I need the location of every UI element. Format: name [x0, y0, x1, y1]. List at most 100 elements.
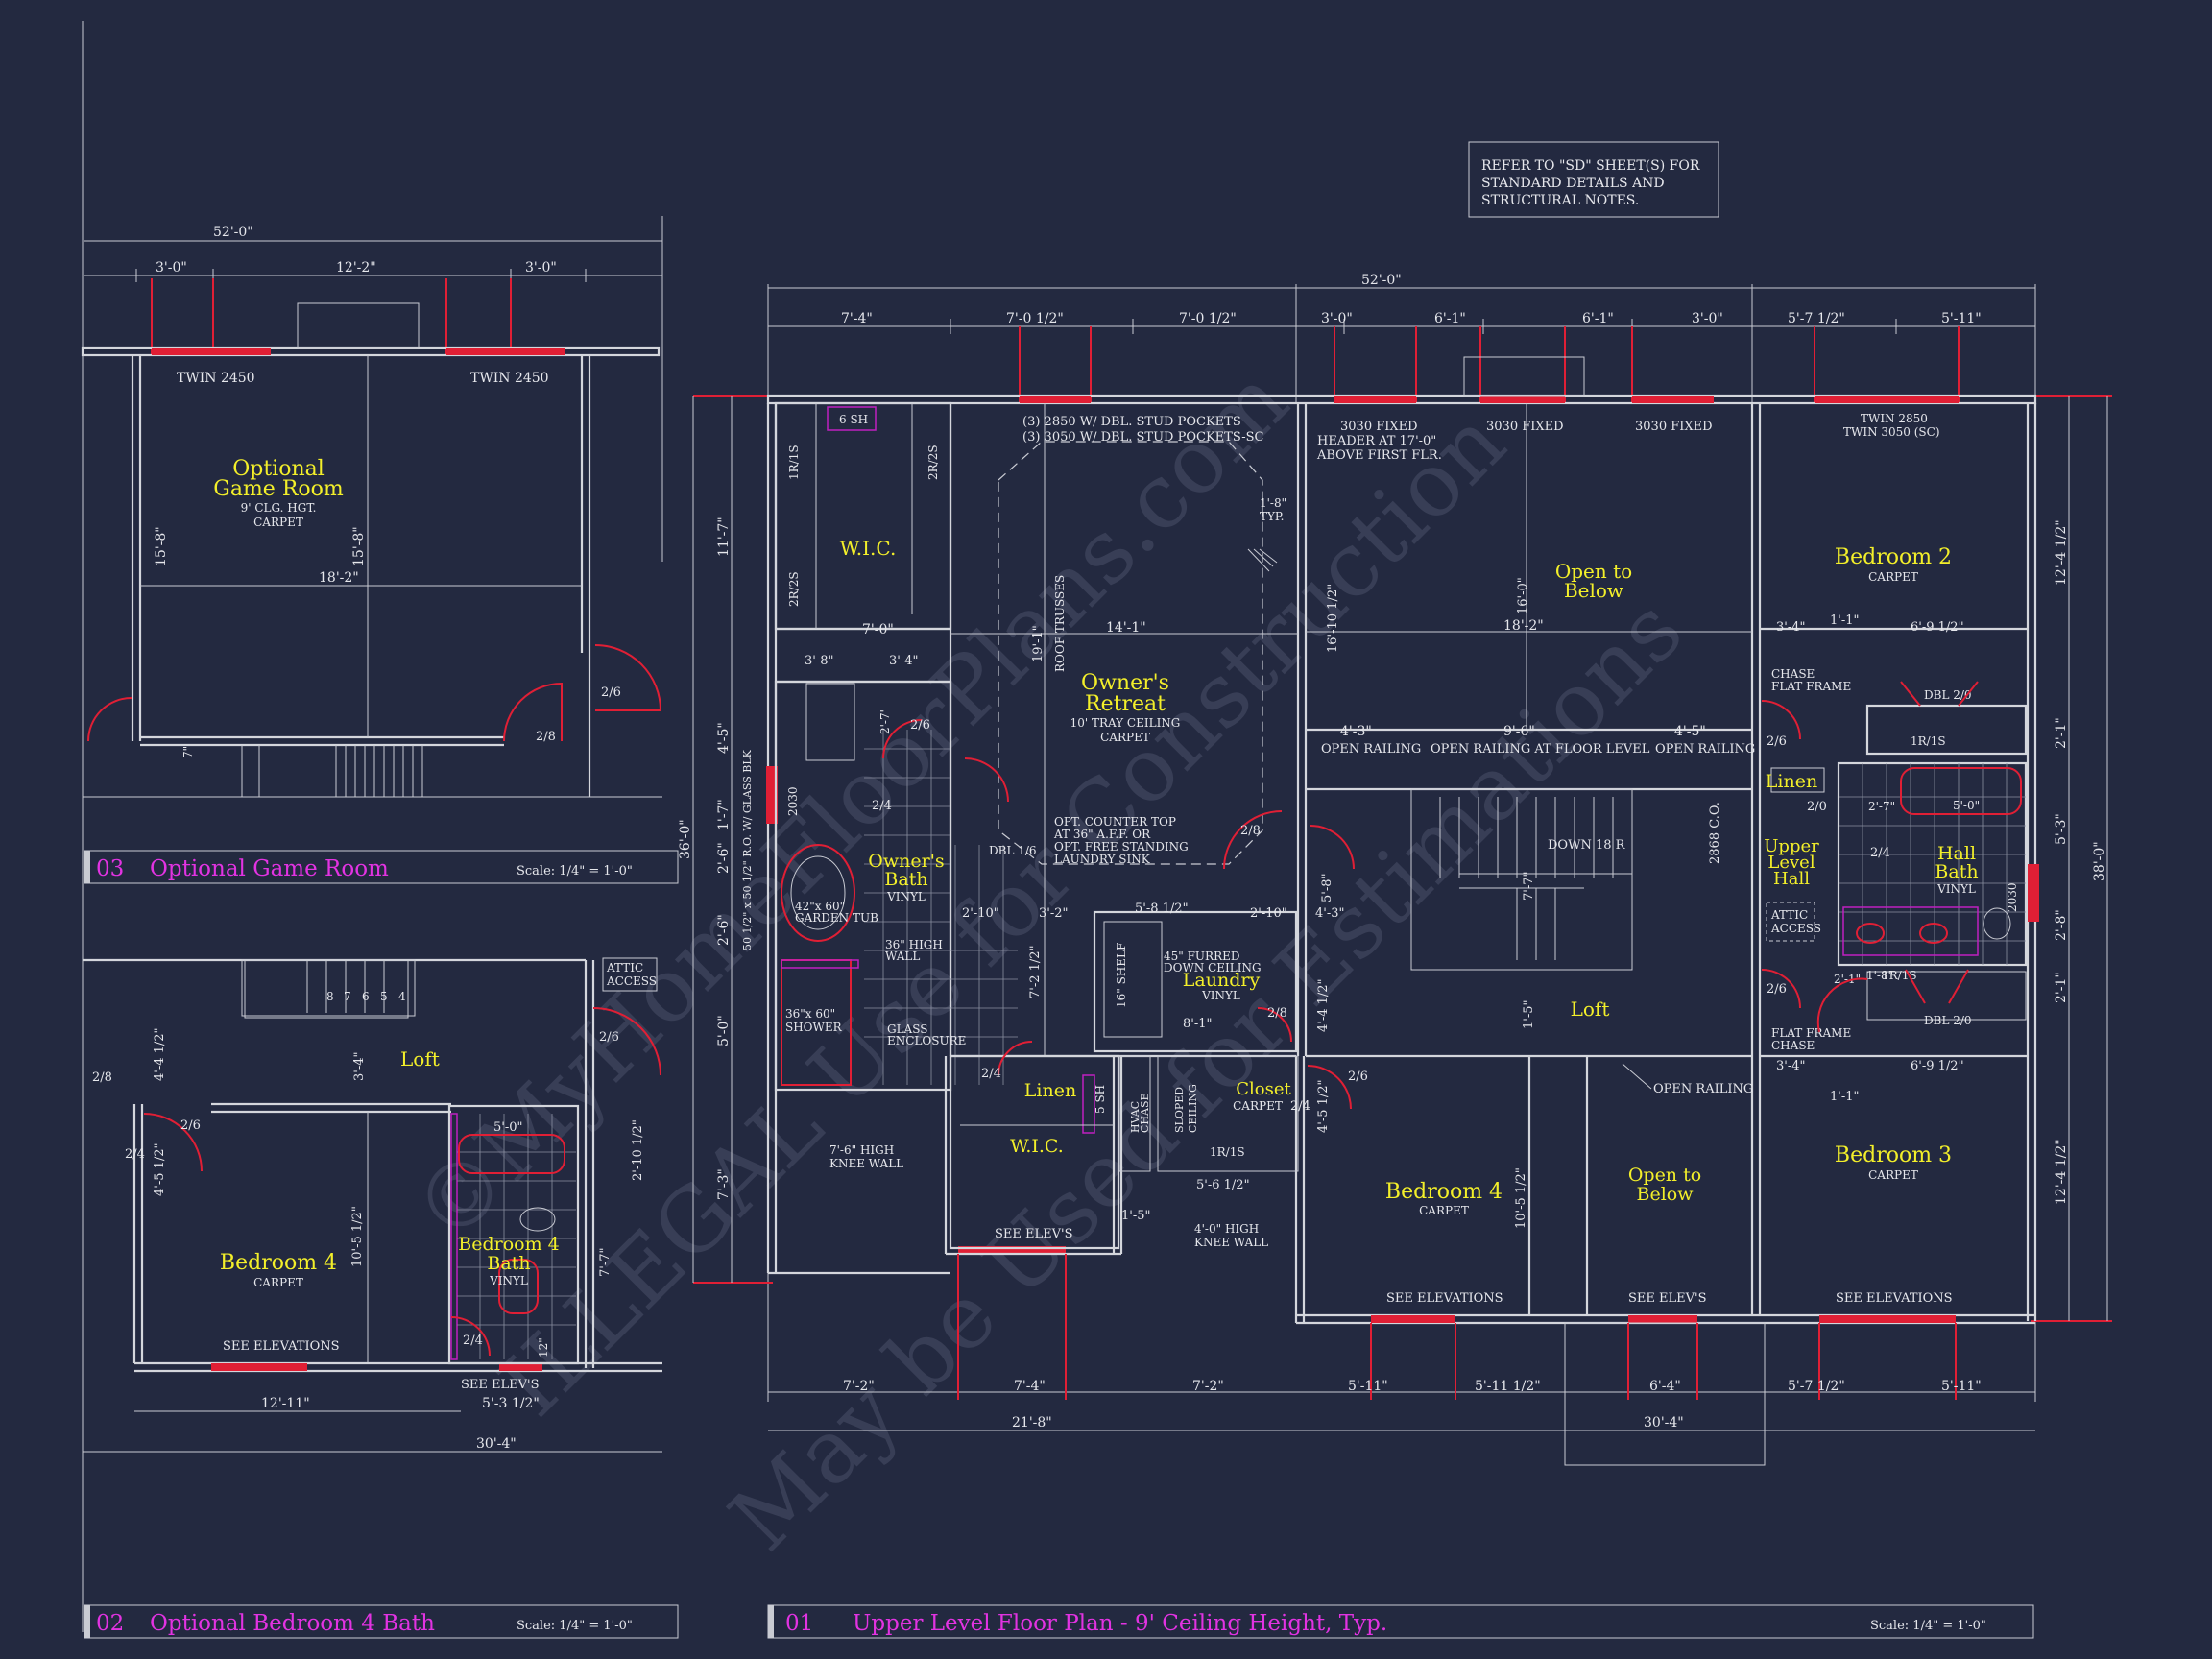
plan01-top-dim-2: 7'-0 1/2": [1006, 311, 1064, 326]
plan-01-upper-level: 52'-0" 7'-4" 7'-0 1/2" 7'-0 1/2" 3'-0" 6…: [678, 273, 2112, 1639]
plan02-number: 02: [96, 1611, 124, 1636]
plan01-attic-1: ATTIC: [1770, 908, 1808, 922]
plan01-down: DOWN 18 R: [1548, 838, 1626, 853]
plan01-bedroom3: Bedroom 3: [1835, 1143, 1952, 1167]
plan01-bottom-dim-7: 5'-7 1/2": [1788, 1379, 1845, 1394]
plan02-door-3: 2/6: [180, 1118, 201, 1133]
plan01-dim-19-1: 19'-1": [1031, 625, 1046, 662]
plan02-stair-6: 6: [362, 990, 370, 1003]
plan01-dim-16-0: 16'-0": [1516, 577, 1530, 614]
plan01-dim-4-5b: 4'-5 1/2": [1316, 1079, 1331, 1133]
plan01-see-elev-3: SEE ELEV'S: [1628, 1291, 1707, 1306]
plan01-dim-4-3: 4'-3": [1340, 724, 1372, 739]
plan01-bottom-dim-1: 7'-2": [843, 1379, 875, 1394]
plan01-shelf: 16" SHELF: [1115, 943, 1128, 1008]
plan03-dim-1: 3'-0": [156, 260, 187, 276]
note-line-1: REFER TO "SD" SHEET(S) FOR: [1481, 158, 1700, 174]
plan01-dim-14-1: 14'-1": [1106, 620, 1146, 636]
plan01-wall36-2: WALL: [885, 950, 920, 963]
plan01-counter-2: AT 36" A.F.F. OR: [1053, 828, 1151, 841]
plan03-dim-left: 15'-8": [154, 526, 169, 566]
plan01-fixed-1c: ABOVE FIRST FLR.: [1316, 448, 1442, 463]
plan03-room-sub-2: CARPET: [253, 516, 303, 529]
plan01-owners-bath-2: Bath: [884, 869, 927, 890]
plan01-top-dim-5: 6'-1": [1434, 311, 1466, 326]
plan01-owners-retreat-1: Owner's: [1081, 671, 1169, 695]
plan01-knee-2: KNEE WALL: [830, 1157, 903, 1170]
plan02-dim-6: 10'-5 1/2": [350, 1206, 365, 1267]
plan01-top-dim-4: 3'-0": [1321, 311, 1353, 326]
plan02-stair-4: 4: [398, 990, 406, 1003]
plan03-room-sub-1: 9' CLG. HGT.: [241, 501, 317, 515]
plan02-stair-5: 5: [380, 990, 388, 1003]
plan01-dim-6-9b: 6'-9 1/2": [1911, 1059, 1964, 1073]
plan01-right-dim-6: 12'-4 1/2": [2054, 1139, 2069, 1205]
plan01-dbl20-bot: DBL 2/0: [1924, 1014, 1972, 1027]
plan02-dim-8: 4'-5 1/2": [153, 1142, 167, 1196]
plan01-hall-bath-1: Hall: [1937, 843, 1976, 864]
plan01-dim-1-5: 1'-5": [1121, 1209, 1151, 1223]
plan01-open-railing-1: OPEN RAILING: [1321, 742, 1421, 757]
plan01-chase-1: CHASE: [1771, 667, 1815, 681]
plan01-top-dim-8: 5'-7 1/2": [1788, 311, 1845, 326]
plan02-title: Optional Bedroom 4 Bath: [150, 1611, 435, 1636]
plan01-r1s-top: 1R/1S: [1911, 734, 1946, 748]
plan01-open-below-bottom-2: Below: [1637, 1184, 1695, 1205]
plan01-dim-3-4: 3'-4": [889, 654, 919, 668]
plan01-left-dim-4: 2'-6": [716, 842, 732, 874]
plan01-knee-1: 7'-6" HIGH: [830, 1143, 894, 1157]
plan01-fixed-1: 3030 FIXED: [1340, 420, 1418, 434]
plan02-loft: Loft: [400, 1047, 440, 1070]
plan01-dim-4-4: 4'-4 1/2": [1316, 978, 1331, 1032]
plan01-left-dim-2: 4'-5": [716, 722, 732, 754]
plan01-see-elev-1: SEE ELEV'S: [995, 1227, 1073, 1241]
plan01-owners-retreat-sub-1: 10' TRAY CEILING: [1070, 716, 1181, 730]
plan01-laundry-sub: VINYL: [1201, 989, 1240, 1002]
plan02-dim-1: 12'-11": [261, 1396, 310, 1411]
plan01-twin-b: TWIN 3050 (SC): [1843, 425, 1940, 439]
plan01-2030-b: 2030: [2006, 882, 2019, 912]
plan03-room-name-1: Optional: [232, 457, 325, 481]
plan03-overall-dim: 52'-0": [213, 225, 253, 240]
plan02-dim-3: 30'-4": [476, 1436, 517, 1452]
plan01-knee-4: KNEE WALL: [1194, 1236, 1268, 1249]
plan03-window-left: TWIN 2450: [177, 371, 255, 386]
plan01-shower-1: 36"x 60": [785, 1007, 835, 1021]
plan02-bedroom-sub: CARPET: [253, 1276, 303, 1289]
plan01-scale: Scale: 1/4" = 1'-0": [1870, 1619, 1986, 1633]
plan01-chase-2: FLAT FRAME: [1771, 680, 1851, 693]
plan01-roof-trusses: ROOF TRUSSES: [1053, 575, 1067, 672]
plan01-glass-1: GLASS: [887, 1022, 927, 1036]
general-notes-box: REFER TO "SD" SHEET(S) FOR STANDARD DETA…: [1468, 141, 1719, 218]
plan01-furred-1: 45" FURRED: [1164, 950, 1240, 963]
plan02-dim-9: 3'-4": [352, 1052, 367, 1082]
plan01-owners-retreat-sub-2: CARPET: [1100, 731, 1150, 744]
plan01-typ: TYP.: [1260, 510, 1284, 523]
plan01-bottom-dim-8: 5'-11": [1941, 1379, 1982, 1394]
plan02-see-elevs: SEE ELEV'S: [461, 1378, 540, 1392]
plan01-dim-5-0: 5'-0": [1953, 799, 1980, 812]
plan03-dim-2: 12'-2": [336, 260, 376, 276]
plan01-wic-bottom: W.I.C.: [1010, 1136, 1064, 1157]
plan01-closet: Closet: [1236, 1079, 1291, 1099]
plan01-door-8: 2/4: [1870, 846, 1890, 860]
plan02-bath-name-2: Bath: [487, 1253, 530, 1274]
plan02-dim-10: 12": [537, 1337, 550, 1358]
plan01-hall-bath-2: Bath: [1935, 861, 1978, 882]
plan01-linen-left: Linen: [1024, 1080, 1076, 1101]
plan01-dim-8-1: 8'-1": [1183, 1017, 1213, 1031]
plan02-door-4: 2/4: [125, 1147, 145, 1162]
plan01-number: 01: [785, 1611, 813, 1636]
plan01-shower-2: SHOWER: [785, 1021, 843, 1034]
plan01-right-dim-1: 12'-4 1/2": [2054, 519, 2069, 586]
plan01-window-b: (3) 3050 W/ DBL. STUD POCKETS-SC: [1022, 430, 1264, 445]
plan01-dim-1-8b: 1'-8": [1866, 969, 1893, 982]
plan01-open-below-bottom-1: Open to: [1628, 1165, 1701, 1186]
plan02-bedroom: Bedroom 4: [220, 1251, 337, 1275]
plan03-scale: Scale: 1/4" = 1'-0": [517, 864, 633, 878]
plan01-counter-4: LAUNDRY SINK: [1054, 853, 1151, 866]
plan01-dim-1-1b: 1'-1": [1830, 1090, 1860, 1104]
plan01-linen-right: Linen: [1766, 771, 1817, 792]
plan01-upper-hall-2: Level: [1767, 853, 1815, 873]
plan01-laundry: Laundry: [1183, 970, 1261, 991]
